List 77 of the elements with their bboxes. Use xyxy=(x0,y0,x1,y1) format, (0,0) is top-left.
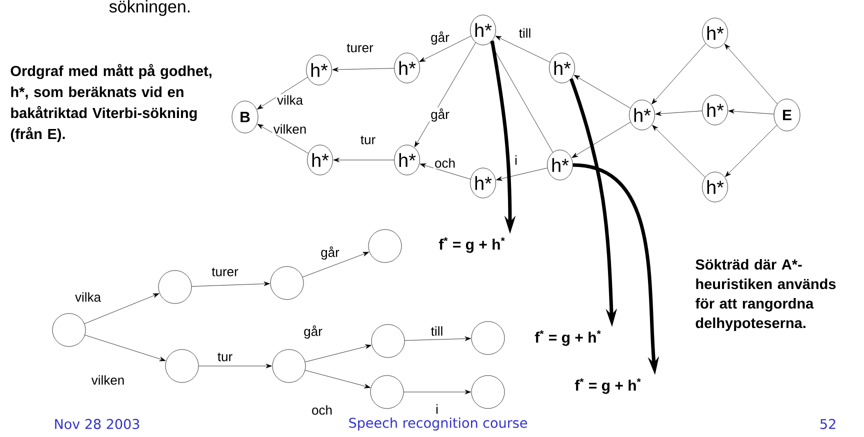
graph-node: h* xyxy=(394,144,420,176)
edge-label: turer xyxy=(346,42,374,54)
graph-node: h* xyxy=(702,94,728,126)
arrow xyxy=(495,36,550,62)
edge-label: går xyxy=(320,245,340,261)
edge-label: vilken xyxy=(272,123,308,135)
footer-text: Speech recognition course xyxy=(349,417,528,431)
arrow xyxy=(414,42,476,148)
edge-label: i xyxy=(434,403,440,415)
arrow xyxy=(305,344,372,362)
arrow xyxy=(652,43,706,104)
tree-node xyxy=(270,266,304,300)
graph-node: h* xyxy=(307,144,333,176)
tree-node xyxy=(471,321,505,355)
arrow xyxy=(332,67,394,72)
edge-label: i xyxy=(514,154,518,166)
arrow xyxy=(333,158,394,162)
tree-node xyxy=(370,375,404,409)
arrow xyxy=(84,293,160,324)
arrow xyxy=(419,36,472,62)
edge-label: och xyxy=(434,157,456,169)
description-text: Ordgraf med mått på godhet, h*, som beräknats vid en bakåtriktad Viterbi-sökning (från E). xyxy=(10,64,212,142)
edge-label: går xyxy=(430,107,450,123)
graph-node: E xyxy=(774,98,800,132)
edge-label: vilka xyxy=(74,291,102,303)
footer-text: Nov 28 2003 xyxy=(55,418,140,430)
graph-node: h* xyxy=(470,168,496,198)
graph-node: h* xyxy=(306,54,332,86)
description-text: Sökträd där A*-heuristiken används för att rangordna delhypoteserna. xyxy=(695,259,836,332)
formula-text: f$^{*}$ = g + h$^{*}$ xyxy=(574,378,641,394)
edge-label: tur xyxy=(359,134,377,146)
graph-node: h* xyxy=(547,150,573,180)
arrow xyxy=(304,370,370,388)
top-text: sökningen. xyxy=(109,0,190,16)
tree-node xyxy=(471,375,505,409)
arrow xyxy=(404,336,471,341)
arrow xyxy=(420,163,471,180)
arrow xyxy=(198,364,272,368)
graph-node: h* xyxy=(629,100,655,130)
graph-node: h* xyxy=(470,14,496,46)
arrow xyxy=(728,109,774,114)
edge-label: går xyxy=(430,30,450,46)
graph-node: h* xyxy=(702,18,728,48)
arrow xyxy=(574,74,631,108)
edge-label: och xyxy=(310,404,334,416)
arrow xyxy=(724,44,778,104)
graph-node: h* xyxy=(702,172,728,202)
arrow xyxy=(652,124,706,178)
edge-label: tur xyxy=(216,352,234,362)
formula-text: f$^{*}$ = g + h$^{*}$ xyxy=(438,237,505,253)
arrow xyxy=(655,110,702,116)
arrow xyxy=(84,334,166,362)
edge-label: går xyxy=(302,324,324,340)
tree-node xyxy=(158,270,192,304)
edge-label: turer xyxy=(210,266,240,278)
graph-node: h* xyxy=(549,52,575,84)
arrow xyxy=(496,168,548,181)
edge-label: till xyxy=(518,27,532,39)
edge-label: vilken xyxy=(90,374,126,386)
formula-text: f$^{*}$ = g + h$^{*}$ xyxy=(534,330,601,346)
tree-node xyxy=(52,313,86,347)
arrow xyxy=(572,122,631,158)
arrow xyxy=(257,124,309,154)
edge-label: vilka xyxy=(276,94,304,106)
arrow xyxy=(404,390,471,394)
arrow xyxy=(192,282,270,287)
arrow xyxy=(302,252,370,278)
tree-node xyxy=(272,349,306,383)
tree-node xyxy=(165,349,199,383)
arrow xyxy=(257,77,308,110)
edge-label: till xyxy=(430,325,444,337)
arrow xyxy=(725,125,777,177)
graph-node: h* xyxy=(394,52,420,84)
tree-node xyxy=(371,324,405,358)
page-number: 52 xyxy=(820,418,836,430)
graph-node: B xyxy=(232,100,258,134)
tree-node xyxy=(368,229,402,263)
